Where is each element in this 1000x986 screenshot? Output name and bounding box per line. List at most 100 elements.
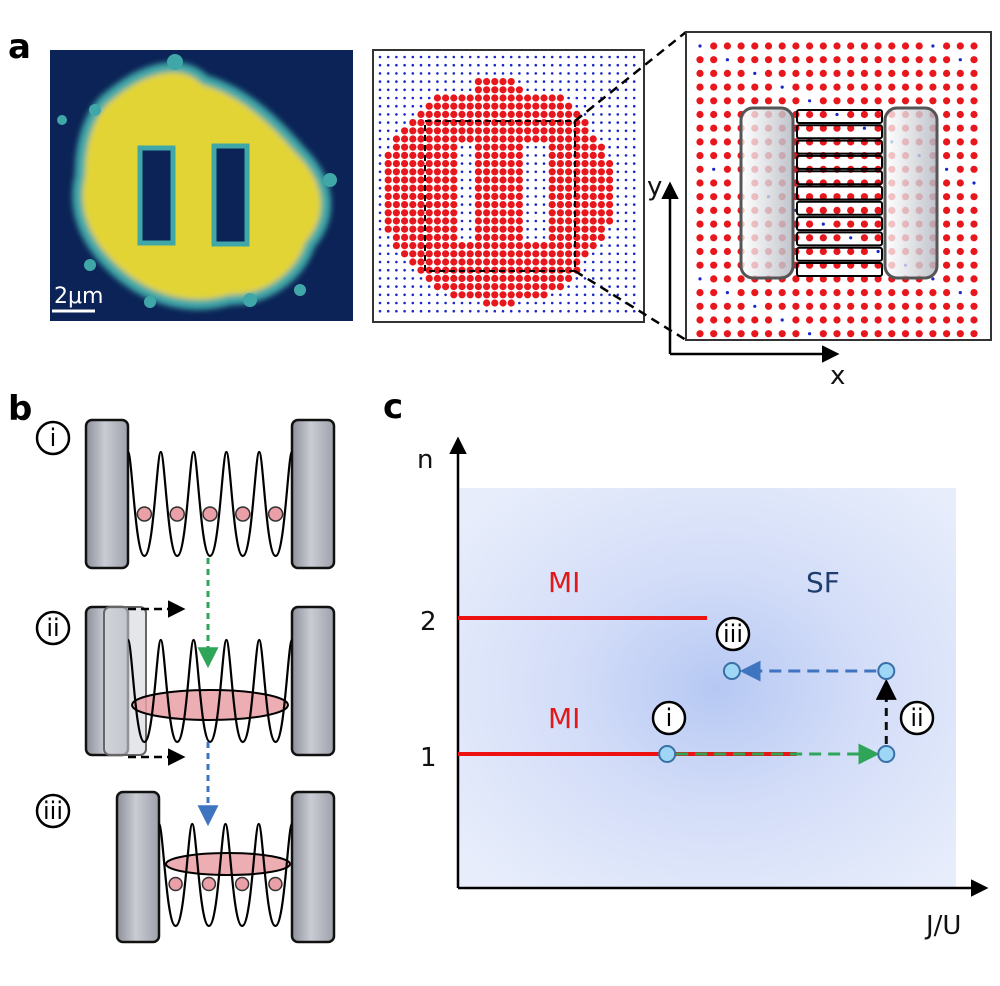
occupied-site: [425, 274, 433, 282]
occupied-site: [737, 302, 745, 310]
occupied-site: [556, 102, 565, 110]
occupied-site: [597, 184, 606, 192]
empty-site: [419, 88, 423, 92]
occupied-site: [970, 193, 978, 201]
occupied-site: [970, 42, 978, 50]
empty-site: [624, 227, 628, 231]
occupied-site: [819, 42, 827, 50]
empty-site: [386, 96, 390, 100]
occupied-site: [417, 209, 425, 217]
occupied-site: [515, 135, 524, 143]
occupied-site: [491, 225, 499, 233]
occupied-site: [548, 225, 556, 233]
occupied-site: [956, 42, 964, 50]
empty-site: [477, 309, 480, 313]
occupied-site: [696, 261, 704, 269]
occupied-site: [409, 135, 417, 143]
occupied-site: [597, 168, 606, 176]
empty-site: [444, 293, 447, 297]
occupied-site: [901, 302, 910, 310]
empty-site: [624, 63, 628, 67]
occupied-site: [450, 242, 458, 250]
empty-site: [542, 309, 546, 313]
empty-site: [632, 195, 636, 198]
occupied-site: [847, 247, 855, 256]
empty-site: [386, 260, 390, 264]
occupied-site: [483, 274, 491, 282]
occupied-site: [565, 102, 573, 110]
occupied-site: [409, 201, 417, 209]
empty-site: [608, 227, 611, 231]
empty-site: [808, 99, 812, 103]
occupied-site: [417, 250, 425, 258]
occupied-site: [425, 176, 433, 184]
occupied-site: [860, 69, 869, 77]
occupied-site: [409, 242, 417, 250]
occupied-site: [548, 102, 556, 110]
occupied-site: [970, 247, 978, 256]
empty-site: [624, 72, 628, 75]
empty-site: [526, 227, 529, 231]
occupied-site: [888, 302, 896, 310]
occupied-site: [901, 289, 910, 297]
empty-site: [526, 154, 529, 157]
empty-site: [411, 55, 415, 59]
occupied-site: [548, 143, 556, 151]
occupied-site: [524, 110, 532, 118]
occupied-site: [556, 143, 565, 151]
empty-site: [477, 55, 480, 59]
occupied-site: [450, 94, 458, 102]
empty-site: [958, 291, 962, 295]
empty-site: [395, 72, 398, 75]
occupied-site: [751, 83, 759, 91]
wall-left-ii-moved: [103, 606, 147, 756]
empty-site: [575, 80, 579, 83]
occupied-site: [723, 97, 732, 105]
tube-box: [796, 185, 883, 201]
empty-site: [632, 211, 636, 215]
occupied-site: [401, 160, 409, 168]
empty-site: [632, 170, 636, 174]
step-marker-iii: [35, 793, 71, 829]
empty-site: [378, 301, 382, 305]
empty-site: [468, 63, 472, 67]
occupied-site: [515, 283, 524, 291]
occupied-site: [696, 179, 704, 187]
occupied-site: [737, 316, 745, 324]
empty-site: [468, 80, 472, 83]
occupied-site: [483, 291, 491, 299]
empty-site: [468, 88, 472, 92]
occupied-site: [860, 110, 869, 119]
empty-site: [403, 260, 406, 264]
empty-site: [616, 211, 620, 215]
occupied-site: [532, 102, 540, 110]
occupied-site: [589, 160, 597, 168]
empty-site: [436, 80, 439, 83]
occupied-site: [442, 250, 450, 258]
occupied-site: [515, 184, 524, 192]
occupied-site: [723, 124, 732, 132]
occupied-site: [847, 206, 855, 214]
occupied-site: [956, 179, 964, 187]
occupied-site: [491, 299, 499, 307]
occupied-site: [860, 302, 869, 310]
empty-site: [395, 268, 398, 272]
occupied-site: [764, 302, 773, 310]
empty-site: [378, 268, 382, 272]
occupied-site: [764, 316, 773, 324]
occupied-site: [556, 242, 565, 250]
empty-site: [591, 55, 595, 59]
occupied-site: [874, 302, 882, 310]
atom: [201, 876, 217, 892]
occupied-site: [392, 192, 400, 200]
occupied-site: [751, 56, 759, 64]
empty-site: [378, 195, 382, 198]
step-marker-i: [35, 420, 71, 456]
occupied-site: [442, 135, 450, 143]
empty-site: [616, 203, 620, 206]
empty-site: [378, 96, 382, 100]
occupied-site: [499, 233, 507, 241]
occupied-site: [507, 291, 515, 299]
occupied-site: [710, 193, 718, 201]
panel-label-a: a: [8, 27, 31, 67]
